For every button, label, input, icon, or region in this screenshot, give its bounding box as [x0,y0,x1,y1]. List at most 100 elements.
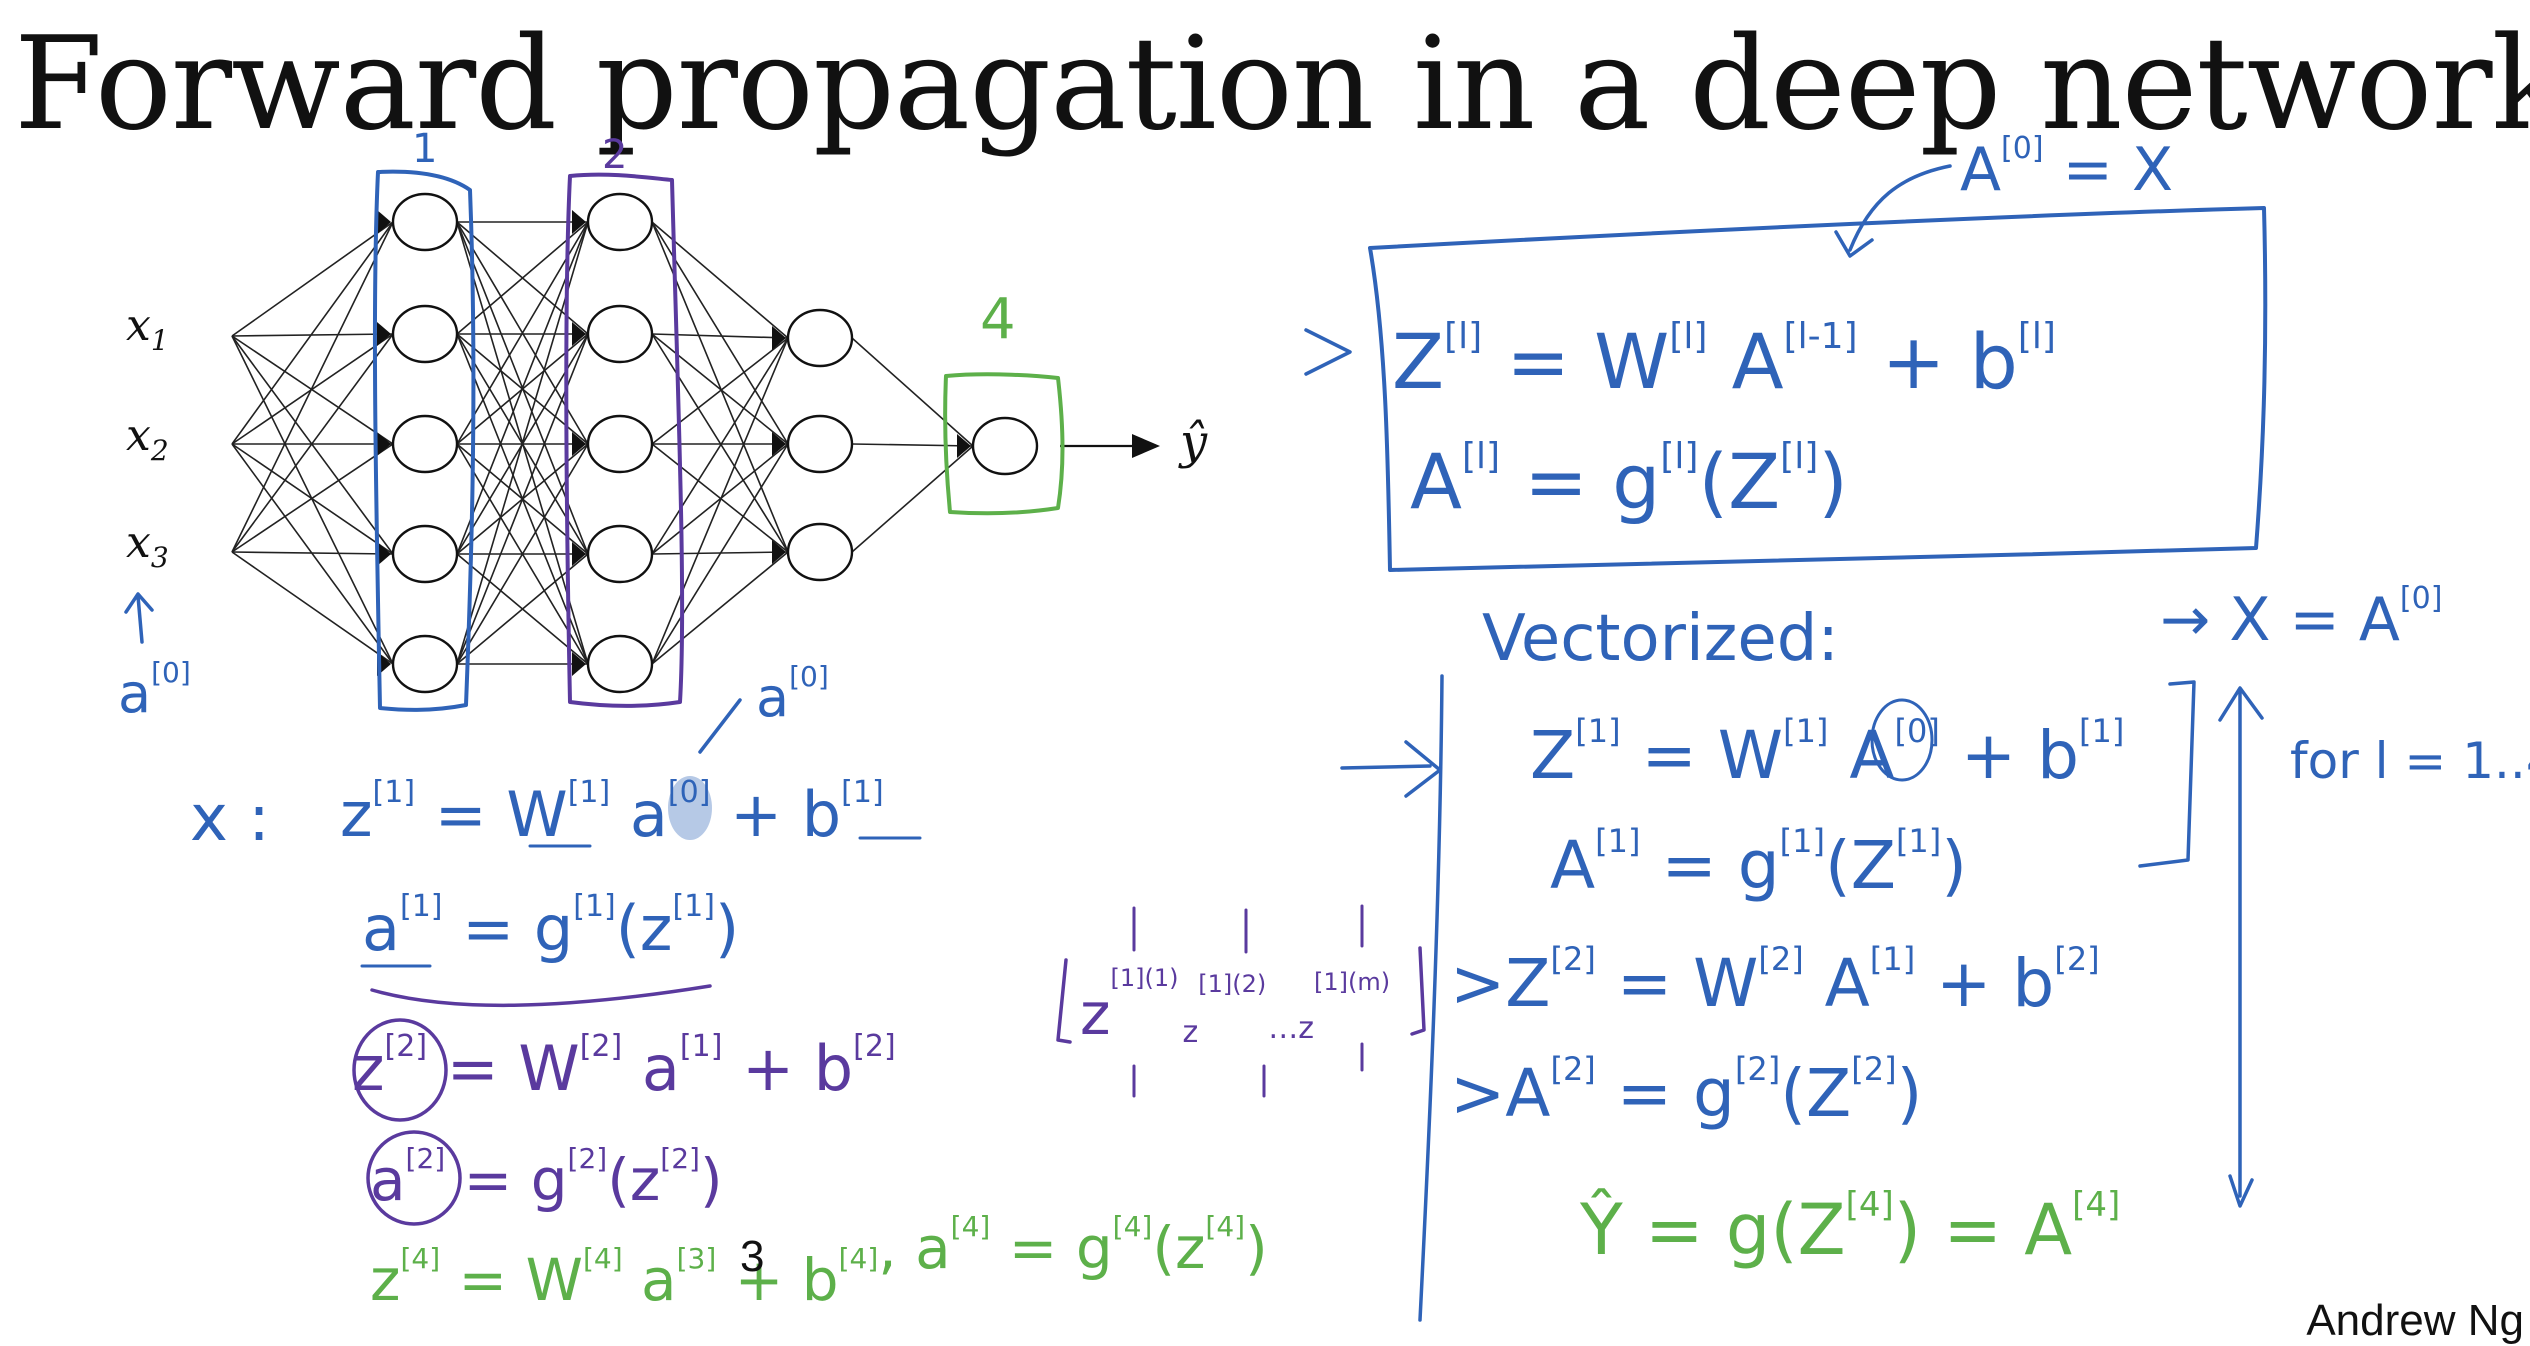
a0-annotation: a[0] [756,660,829,729]
network-node [391,634,459,694]
vectorized-section: Vectorized: Z[1] = W[1] A[0] + b[1] A[1]… [1340,581,2530,1322]
network-edge [231,443,394,555]
a0-equals-x-note: A[0] = X [1960,131,2173,205]
eq-z1: z[1] = W[1] a[0] + b[1] [340,775,884,851]
a0-pointer [698,698,742,754]
matrix-column-ticks [1132,904,1364,1098]
network-edge [231,333,394,445]
node-input-wedge [572,322,586,346]
input-x2-label: x2 [126,410,169,467]
network-edge [651,551,789,665]
network-edge [231,443,394,665]
underline-w-b [528,836,922,848]
network-node [586,192,654,252]
network-edge [231,551,394,665]
layer1-highlight [372,169,476,712]
layer4-number: 4 [980,287,1016,352]
input-x3-label: x3 [126,517,169,574]
eq-a1: a[1] = g[1](z[1]) [362,889,739,965]
input-x1-label: x1 [126,300,169,357]
node-input-wedge [572,210,586,234]
network-edge [231,335,394,445]
network-edge [231,333,394,337]
node-input-wedge [572,652,586,676]
network-edge [651,443,789,665]
a0-arrow [124,592,154,644]
network-edge [231,221,394,553]
network-nodes [377,192,1039,694]
network-edge [231,551,394,555]
network-edge [231,333,394,553]
network-edge [651,333,789,445]
eq-vec-a2: >A[2] = g[2](Z[2]) [1450,1050,1922,1132]
network-edge [651,337,789,665]
eq-general-a: A[l] = g[l](Z[l]) [1410,436,1848,526]
node-input-wedge [772,432,786,456]
network-diagram: x1 x2 x3 ŷ 1 2 4 a[0] [118,126,1208,725]
rule-box-border [1368,206,2268,572]
eq-vec-z2: >Z[2] = W[2] A[1] + b[2] [1450,940,2100,1022]
node-input-wedge [377,432,391,456]
circle-a2 [366,1130,462,1226]
network-node [391,192,459,252]
network-node [786,522,854,582]
x-equals-a0-note: → X = A[0] [2160,581,2442,655]
matrix-z-label: z[1](1)z[1](2)…z[1](m) [1080,964,1390,1050]
eq-general-z: Z[l] = W[l] A[l-1] + b[l] [1392,316,2056,406]
matrix-brackets [1056,946,1426,1044]
crossed-out-mark [1870,698,1934,782]
network-edge [231,221,394,445]
for-loop-note: for l = 1..4 [2290,732,2530,790]
bracket-a1 [370,984,712,1008]
network-edge [651,337,789,555]
layer2-number: 2 [602,132,627,178]
network-node [786,308,854,368]
a0-note-arrow [1834,164,1952,258]
network-edge [231,443,394,553]
eq-vec-z1: Z[1] = W[1] A[0] + b[1] [1530,712,2124,794]
network-node [786,414,854,474]
vectorized-heading: Vectorized: [1482,602,1839,676]
network-edge [851,337,974,447]
a0-label: a[0] [118,656,191,725]
eq-vec-a1: A[1] = g[1](Z[1]) [1550,822,1967,904]
eq-z2: z[2] = W[2] a[1] + b[2] [352,1029,896,1105]
network-node [586,524,654,584]
node-input-wedge [377,210,391,234]
node-input-wedge [572,542,586,566]
node-input-wedge [572,432,586,456]
network-node [586,414,654,474]
node-input-wedge [772,326,786,350]
network-edge [851,445,974,553]
vectorized-pointer-arrow [1340,740,1442,798]
eq-yhat: Ŷ = g(Z[4]) = A[4] [1579,1185,2120,1271]
network-node [391,524,459,584]
network-edge [851,443,974,447]
network-node [586,634,654,694]
node-input-wedge [957,434,971,458]
eq-a2: a[2] = g[2](z[2]) [370,1142,723,1214]
loop-bracket [2138,680,2196,868]
circle-z2 [352,1018,448,1122]
eq-z4: z[4] = W[4] a[3] + b[4], a[4] = g[4](z[4… [370,1210,1268,1314]
z-matrix-sketch: z[1](1)z[1](2)…z[1](m) [1056,904,1426,1098]
network-node [586,304,654,364]
network-node [971,416,1039,476]
network-node [391,304,459,364]
author-footer: Andrew Ng [2306,1296,2524,1345]
network-edge [231,335,394,555]
network-edge [231,221,394,337]
network-edge [231,335,394,665]
slide-title: Forward propagation in a deep network [14,10,2530,159]
rule-arrow-marker [1304,328,1352,376]
node-input-wedge [772,540,786,564]
network-edge [651,337,789,445]
layer4-highlight [943,372,1065,516]
scribble-mark [668,776,712,840]
node-input-wedge [377,542,391,566]
output-yhat-label: ŷ [1178,414,1208,470]
network-edge [651,333,789,339]
node-input-wedge [377,322,391,346]
